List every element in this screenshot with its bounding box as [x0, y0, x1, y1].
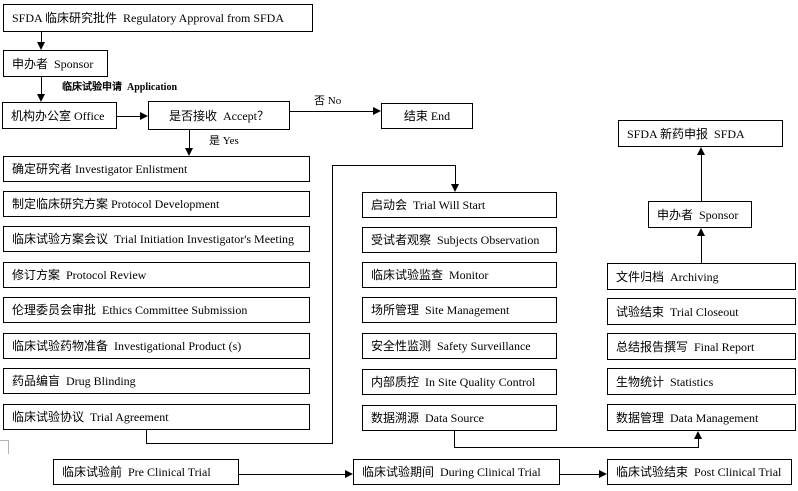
box-investigator-enlistment: 确定研究者 Investigator Enlistment [3, 156, 310, 182]
gray-artifact-vertical [8, 440, 10, 454]
box-sfda-approval: SFDA 临床研究批件 Regulatory Approval from SFD… [3, 4, 313, 32]
box-trial-start: 启动会 Trial Will Start [362, 192, 557, 218]
line-decision-to-enlistment [189, 130, 191, 149]
box-drug-blinding: 药品编盲 Drug Blinding [3, 368, 310, 394]
box-trial-agreement: 临床试验协议 Trial Agreement [3, 404, 310, 430]
yes-branch-label: 是 Yes [209, 135, 239, 147]
arrowhead-office-to-decision [140, 112, 148, 120]
box-monitor: 临床试验监查 Monitor [362, 262, 557, 288]
box-safety-surveillance: 安全性监测 Safety Surveillance [362, 333, 557, 359]
box-protocol-review: 修订方案 Protocol Review [3, 262, 310, 288]
line-agreement-down [146, 430, 148, 444]
box-end: 结束 End [381, 103, 473, 129]
line-during-to-post [560, 474, 600, 476]
gray-artifact-horizontal [0, 440, 9, 442]
line-loop-bottom [146, 443, 333, 445]
arrowhead-during-to-post [599, 470, 607, 478]
box-sponsor-left: 申办者 Sponsor [3, 50, 108, 77]
box-final-report: 总结报告撰写 Final Report [607, 333, 796, 360]
arrowhead-into-data-management [694, 431, 702, 439]
arrowhead-decision-to-enlistment [185, 148, 193, 156]
line-archiving-to-sponsor [701, 236, 703, 263]
box-data-source: 数据溯源 Data Source [362, 405, 557, 431]
box-data-management: 数据管理 Data Management [607, 404, 796, 431]
line-loop-top [332, 165, 456, 167]
arrowhead-sponsor-to-office [37, 94, 45, 102]
line-datasource-across [454, 447, 699, 449]
box-trial-closeout: 试验结束 Trial Closeout [607, 298, 796, 325]
box-archiving: 文件归档 Archiving [607, 263, 796, 290]
box-protocol-development: 制定临床研究方案 Protocol Development [3, 191, 310, 217]
arrowhead-decision-to-end [373, 107, 381, 115]
line-loop-vertical [332, 165, 334, 444]
box-ethics-submission: 伦理委员会审批 Ethics Committee Submission [3, 297, 310, 323]
line-sponsor-to-submission [701, 155, 703, 201]
box-sfda-submission: SFDA 新药申报 SFDA [618, 120, 783, 147]
box-investigational-product: 临床试验药物准备 Investigational Product (s) [3, 333, 310, 359]
arrowhead-archiving-to-sponsor [697, 228, 705, 236]
box-initiation-meeting: 临床试验方案会议 Trial Initiation Investigator's… [3, 226, 310, 252]
box-phase-during-clinical: 临床试验期间 During Clinical Trial [353, 459, 560, 485]
line-loop-into-start [455, 165, 457, 186]
box-sponsor-right: 申办者 Sponsor [648, 201, 752, 228]
line-sfda-to-sponsor [41, 32, 43, 44]
line-datasource-up [698, 439, 700, 448]
line-pre-to-during [239, 474, 346, 476]
box-site-management: 场所管理 Site Management [362, 297, 557, 323]
box-phase-post-clinical: 临床试验结束 Post Clinical Trial [607, 459, 792, 485]
arrowhead-sponsor-to-submission [697, 147, 705, 155]
application-label: 临床试验申请 Application [62, 82, 178, 93]
no-branch-label: 否 No [314, 95, 342, 107]
line-sponsor-to-office [41, 77, 43, 95]
arrowhead-pre-to-during [345, 470, 353, 478]
box-subjects-observation: 受试者观察 Subjects Observation [362, 227, 557, 253]
line-datasource-down [454, 431, 456, 448]
arrowhead-sfda-to-sponsor [37, 42, 45, 50]
box-office: 机构办公室 Office [2, 102, 117, 129]
arrowhead-into-trial-start [451, 184, 459, 192]
box-quality-control: 内部质控 In Site Quality Control [362, 369, 557, 395]
box-phase-pre-clinical: 临床试验前 Pre Clinical Trial [53, 459, 239, 485]
box-statistics: 生物统计 Statistics [607, 368, 796, 395]
line-decision-to-end [290, 111, 374, 113]
box-accept-decision: 是否接收 Accept？ [148, 101, 290, 130]
line-office-to-decision [117, 116, 141, 118]
